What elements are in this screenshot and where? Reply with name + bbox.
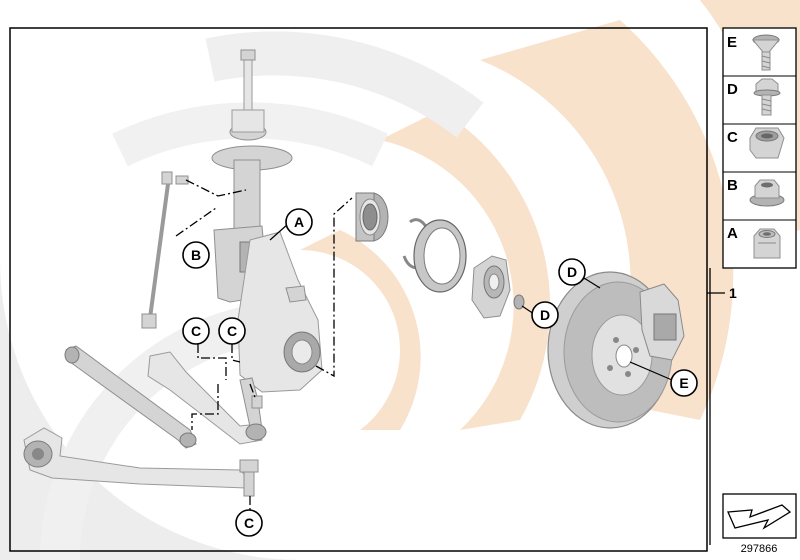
callout-e[interactable]: E (670, 369, 698, 397)
tension-strut (64, 345, 197, 449)
page-arrow-icon (727, 504, 792, 530)
legend-item-a: A (727, 225, 781, 259)
callout-d-hub[interactable]: D (531, 301, 559, 329)
wishbone (147, 351, 267, 445)
lower-control-arm (23, 427, 259, 497)
callout-c-left-label: C (191, 323, 201, 339)
legend-letter-d: D (727, 81, 738, 98)
lock-nut-icon (753, 228, 781, 259)
legend-item-e: E (727, 34, 781, 71)
collar-nut-icon (749, 127, 785, 159)
kit-item-number: 1 (729, 285, 737, 301)
stabilizer-link (141, 171, 189, 329)
hex-bolt-icon (753, 78, 781, 116)
wheel-bearing (355, 192, 389, 242)
diagram-id: 297866 (741, 543, 778, 555)
legend-item-c: C (727, 127, 785, 159)
kit-bracket (707, 268, 725, 545)
flange-nut-icon (749, 179, 785, 207)
brake-caliper (639, 283, 685, 361)
legend-item-d: D (727, 78, 781, 116)
callout-e-label: E (679, 375, 688, 391)
steering-knuckle (237, 231, 323, 393)
legend-letter-a: A (727, 225, 738, 242)
callout-c-right[interactable]: C (218, 317, 246, 345)
callout-a-label: A (294, 214, 304, 230)
main-frame (9, 27, 708, 552)
callout-c-bottom-label: C (244, 515, 254, 531)
legend-column: E D C (722, 27, 797, 269)
legend-item-b: B (727, 177, 785, 207)
countersunk-torx-screw-icon (751, 34, 781, 71)
callout-b[interactable]: B (182, 241, 210, 269)
callout-b-label: B (191, 247, 201, 263)
wheel-hub (471, 255, 525, 319)
callout-d-disc-label: D (567, 264, 577, 280)
callout-d-disc[interactable]: D (558, 258, 586, 286)
callout-c-right-label: C (227, 323, 237, 339)
leader-lines (175, 179, 673, 516)
page-arrow-button[interactable] (722, 493, 797, 539)
seal-ring (413, 219, 467, 293)
callout-c-left[interactable]: C (182, 317, 210, 345)
legend-letter-c: C (727, 129, 738, 146)
callout-c-bottom[interactable]: C (235, 509, 263, 537)
callout-d-hub-label: D (540, 307, 550, 323)
legend-letter-e: E (727, 34, 737, 51)
legend-letter-b: B (727, 177, 738, 194)
callout-a[interactable]: A (285, 208, 313, 236)
